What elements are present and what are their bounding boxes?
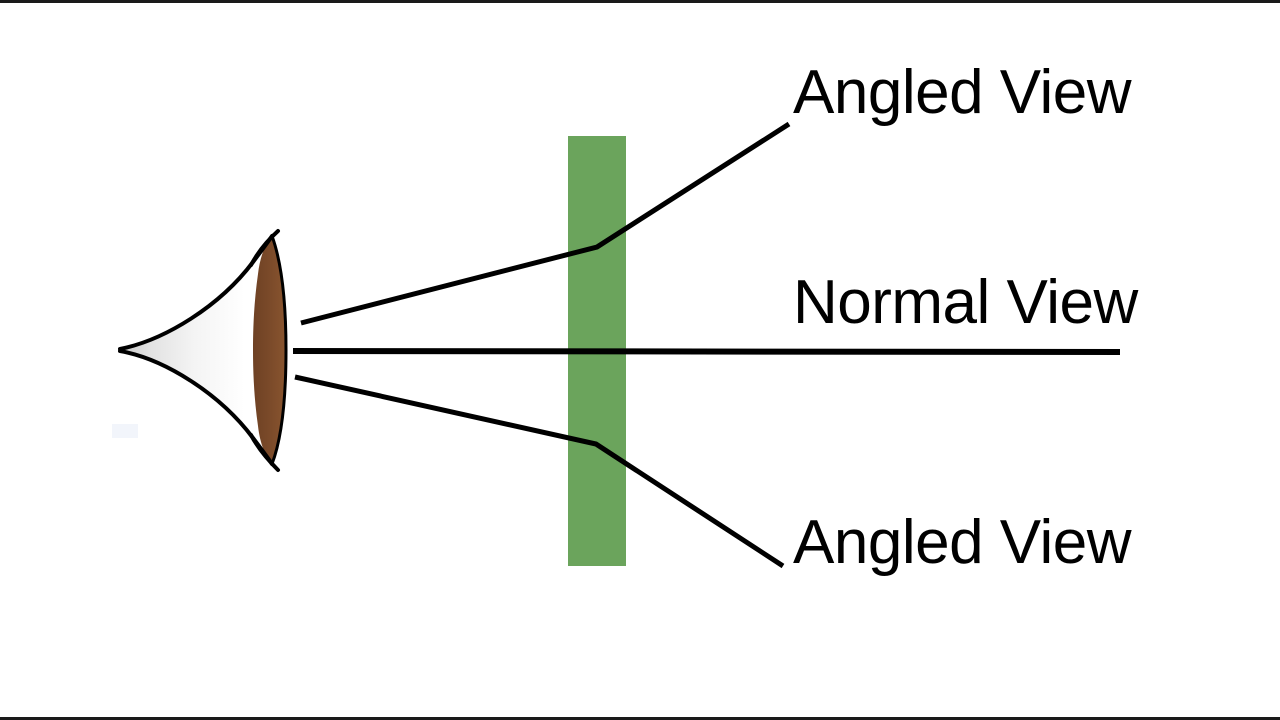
angled-view-upper-line xyxy=(300,121,791,326)
eye-lower-lash xyxy=(249,433,280,472)
eye-iris xyxy=(253,236,286,464)
faint-artifact xyxy=(112,424,138,438)
normal-view-line xyxy=(292,348,1121,355)
angled-view-lower-line xyxy=(294,374,785,569)
eye-upper-lash xyxy=(249,229,280,267)
bottom-edge-strip xyxy=(0,717,1280,720)
label-angled-view-bottom: Angled View xyxy=(793,508,1132,577)
label-angled-view-top: Angled View xyxy=(793,58,1132,127)
eye-sclera xyxy=(120,236,286,464)
label-normal-view: Normal View xyxy=(793,268,1138,337)
top-edge-strip xyxy=(0,0,1280,3)
eye-iris-outline xyxy=(270,234,288,466)
